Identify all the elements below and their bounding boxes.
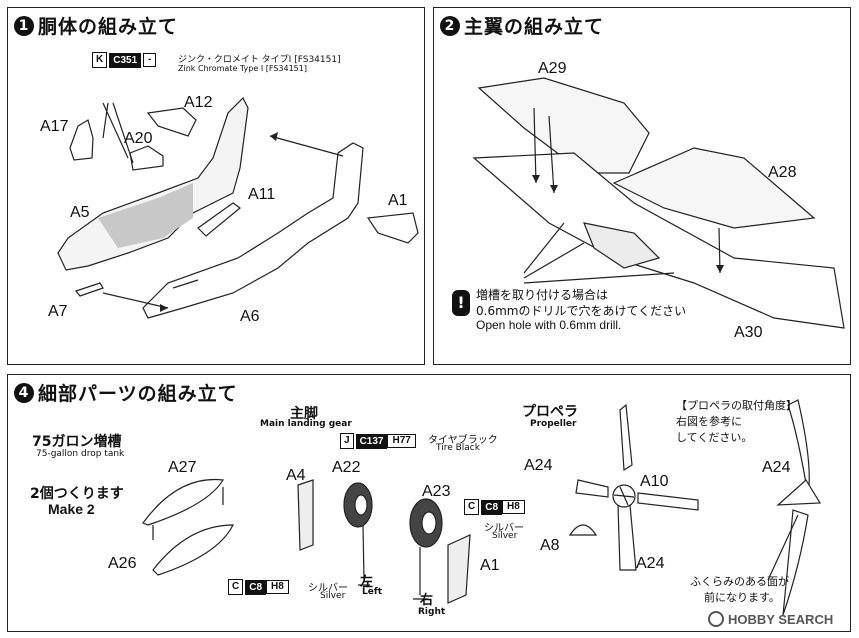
step-title: 主翼の組み立て [464, 16, 605, 38]
paint-key: C [228, 579, 244, 595]
part-label-a12: A12 [184, 94, 213, 111]
drill-note-en: Open hole with 0.6mm drill. [476, 318, 622, 332]
drill-note-jp-line2: 0.6mmのドリルで穴をあけてください [476, 304, 687, 318]
part-label-a17: A17 [40, 118, 69, 135]
part-label-a8: A8 [540, 537, 560, 554]
part-label-a29: A29 [538, 60, 567, 77]
wing-drawing [472, 77, 845, 329]
drill-note-jp-line1: 増槽を取り付ける場合は [476, 288, 609, 302]
fuselage-drawing [57, 96, 419, 319]
part-label-a24-ref: A24 [762, 459, 791, 476]
panel-fuselage: 1 胴体の組み立て K C351 - ジンク・クロメイト タイプI [FS341… [7, 7, 425, 365]
prop-angle-line2: 右図を参考に [676, 415, 742, 428]
part-label-a7: A7 [48, 303, 68, 320]
paint-name-en: Tire Black [436, 443, 480, 453]
paint-h-code: H8 [502, 500, 525, 514]
part-label-a6: A6 [240, 308, 260, 325]
paint-code: C8 [245, 579, 267, 595]
detail-drawing [142, 399, 822, 616]
paint-code: C8 [481, 499, 503, 515]
step-title: 胴体の組み立て [38, 16, 179, 38]
part-label-a24-upper: A24 [524, 457, 553, 474]
part-label-a5: A5 [70, 204, 90, 221]
paint-callout-zinc: K C351 - [92, 52, 157, 68]
paint-name-en: Silver [320, 591, 346, 601]
prop-angle-line1: 【プロペラの取付角度】 [676, 399, 797, 412]
panel-title-fuselage: 1 胴体の組み立て [14, 12, 178, 39]
step-number: 4 [14, 382, 34, 403]
watermark-text: HOBBY SEARCH [728, 611, 834, 627]
paint-name-jp: シルバー [308, 583, 348, 594]
caution-icon: ! [452, 290, 470, 316]
paint-h-code: - [143, 53, 157, 67]
paint-name-jp: タイヤブラック [428, 435, 498, 446]
part-label-a4: A4 [286, 467, 306, 484]
panel-title-details: 4 細部パーツの組み立て [14, 379, 238, 406]
part-label-a11: A11 [248, 186, 276, 203]
gear-right-en: Right [418, 607, 446, 617]
main-gear-title-en: Main landing gear [260, 419, 352, 429]
paint-h-code: H77 [387, 434, 416, 448]
paint-key: C [464, 499, 480, 515]
part-label-a26: A26 [108, 555, 137, 572]
paint-name-en: Zink Chromate Type I [FS34151] [178, 64, 307, 73]
gear-left-jp: 左 [360, 575, 374, 590]
step-number: 1 [14, 15, 34, 36]
propeller-title-en: Propeller [530, 419, 577, 429]
part-label-a28: A28 [768, 164, 797, 181]
make-count-jp: 2個つくります [30, 486, 124, 502]
panel-title-wing: 2 主翼の組み立て [440, 12, 604, 39]
paint-key: J [340, 433, 354, 449]
paint-name-jp: シルバー [484, 523, 524, 534]
part-label-a30: A30 [734, 324, 763, 341]
gear-left-en: Left [362, 587, 383, 597]
paint-callout-silver-a: C C8 H8 [464, 499, 525, 515]
propeller-title-jp: プロペラ [522, 404, 578, 420]
bulge-note-line1: ふくらみのある面が [690, 575, 789, 588]
panel-main-wing: 2 主翼の組み立て A29 A28 A30 ! 増槽を取り付ける場合は 0.6m… [433, 7, 851, 365]
main-gear-title-jp: 主脚 [290, 406, 318, 422]
paint-h-code: H8 [266, 580, 289, 594]
bulge-note-line2: 前になります。 [704, 591, 780, 604]
part-label-a10: A10 [640, 473, 669, 490]
part-label-a20: A20 [124, 130, 153, 147]
gear-right-jp: 右 [420, 593, 434, 608]
paint-code: C351 [109, 52, 142, 68]
step-title: 細部パーツの組み立て [38, 383, 238, 405]
part-label-a1-door: A1 [480, 557, 500, 574]
paint-key: K [92, 52, 108, 68]
part-label-a22: A22 [332, 459, 361, 476]
paint-name-jp: ジンク・クロメイト タイプI [FS34151] [178, 55, 341, 65]
paint-name-en: Silver [492, 531, 518, 541]
hobby-search-watermark: HOBBY SEARCH [708, 611, 833, 627]
hobby-search-logo-icon [708, 611, 724, 627]
part-label-a24-lower: A24 [636, 555, 665, 572]
drop-tank-title-jp: 75ガロン増槽 [32, 434, 122, 450]
step-number: 2 [440, 15, 460, 36]
part-label-a1: A1 [388, 192, 408, 209]
paint-code: C137 [355, 433, 388, 449]
paint-callout-silver-b: C C8 H8 [228, 579, 289, 595]
panel-detail-parts: 4 細部パーツの組み立て 75ガロン増槽 75-gallon drop tank… [7, 374, 851, 632]
prop-angle-line3: してください。 [676, 431, 753, 444]
paint-callout-tire: J C137 H77 [340, 433, 416, 449]
part-label-a23: A23 [422, 483, 451, 500]
part-label-a27: A27 [168, 459, 197, 476]
drop-tank-title-en: 75-gallon drop tank [36, 449, 125, 459]
make-count-en: Make 2 [48, 501, 95, 517]
